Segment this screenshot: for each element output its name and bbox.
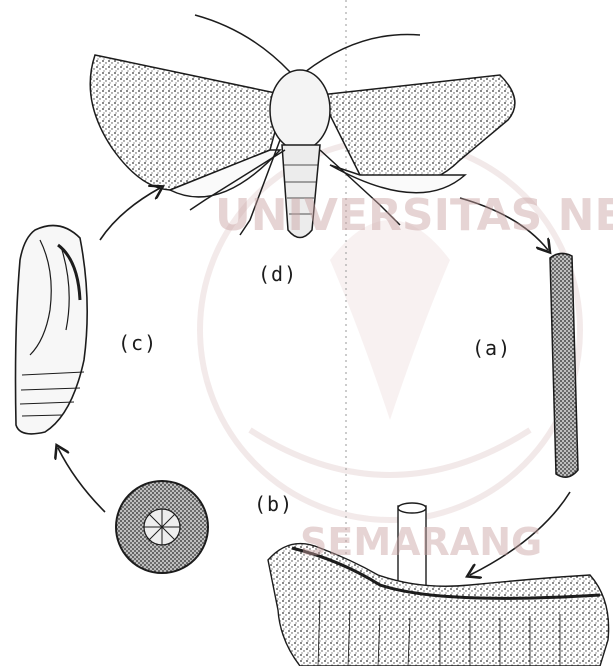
label-pupa: (c) xyxy=(118,331,157,355)
moth-thorax xyxy=(270,70,330,150)
moth-antenna-right xyxy=(305,34,420,72)
arrow-pupa-to-adult xyxy=(100,188,160,240)
moth-antenna-left xyxy=(195,15,290,72)
label-larva: (b) xyxy=(254,492,293,516)
watermark-bottom-text: SEMARANG xyxy=(300,520,542,564)
label-adult: (d) xyxy=(258,262,297,286)
egg-single xyxy=(116,481,208,573)
pupa xyxy=(16,226,88,434)
label-egg: (a) xyxy=(472,336,511,360)
watermark-top-text: UNIVERSITAS NEGERI xyxy=(215,190,613,241)
arrow-larva-to-pupa xyxy=(58,448,105,512)
